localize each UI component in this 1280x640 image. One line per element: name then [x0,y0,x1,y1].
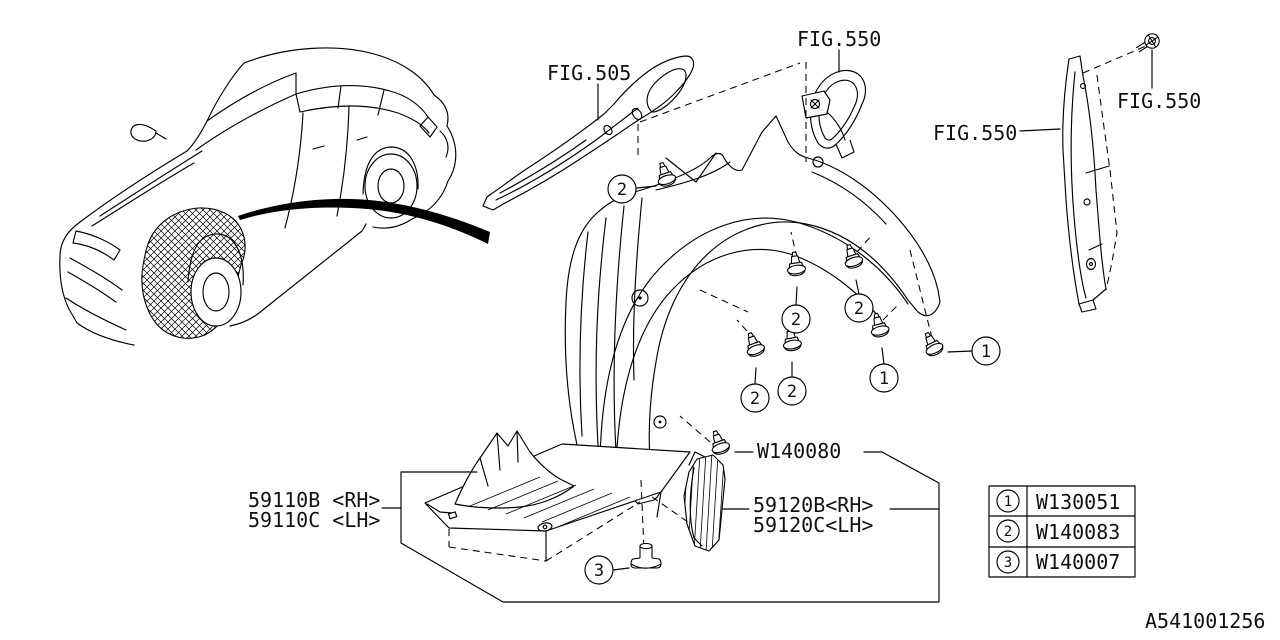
part-59120-lh-label: 59120C<LH> [753,513,873,537]
car-front-wheel [190,257,242,327]
callouts: 2 2 2 1 2 2 1 3 [584,174,1001,585]
vehicle-illustration [59,47,457,346]
callout-2: 2 [787,382,797,402]
car-mirror [130,123,157,142]
diagram-ref-code: A541001256 [1145,609,1265,633]
construction-lines [637,62,933,551]
part-59110-lh-label: 59110C <LH> [248,508,380,532]
legend-num-1: 1 [1004,494,1012,510]
callout-2: 2 [791,310,801,330]
label-leader-lines [381,49,1153,603]
car-headlight [72,230,121,261]
legend-circle-1 [996,489,1020,513]
callout-2: 2 [854,299,864,319]
callout-2: 2 [617,180,627,200]
fender-liner-part [564,115,941,505]
legend-circle-2 [996,519,1020,543]
callout-1-circle [971,336,1001,366]
legend-part-3: W140007 [1036,550,1120,574]
callout-1: 1 [981,342,991,362]
legend-part-2: W140083 [1036,520,1120,544]
legend-num-3: 3 [1004,555,1012,571]
callout-2-circle [844,293,874,323]
legend-table: 1 W130051 2 W140083 3 W140007 [988,485,1136,578]
callout-3-circle [584,555,614,585]
callout-2-circle [740,383,770,413]
trim-opening [646,68,687,113]
legend-table-border [988,485,1136,578]
clip-fastener [918,328,946,359]
labels: FIG.505 FIG.550 FIG.550 FIG.550 59110B <… [248,27,1201,537]
callout-1-circle [869,363,899,393]
car-roofline [243,47,435,96]
fig505-trim-part [482,55,695,211]
part-w140080-label: W140080 [757,439,841,463]
callout-3: 3 [594,561,604,581]
fig550-side-panel-part [1062,45,1147,313]
bracket-59120-part [683,451,726,552]
clip-fastener [740,329,767,359]
callout-2-circle [777,376,807,406]
grommet-fastener [630,542,662,569]
lower-mudguard-part [424,430,691,562]
clip-fastener [784,250,807,278]
legend-part-1: W130051 [1036,490,1120,514]
fig550-hook-bracket [801,69,867,159]
fig550-pin-label: FIG.550 [1117,89,1201,113]
callout-2: 2 [750,389,760,409]
screw-pin-fastener [1134,30,1162,57]
legend-num-2: 2 [1004,524,1012,540]
fig550-panel-label: FIG.550 [933,121,1017,145]
clip-fastener-w140080 [705,427,732,457]
fig505-label: FIG.505 [547,61,631,85]
fig550-hook-label: FIG.550 [797,27,881,51]
part-59120-rh-label: 59120B<RH> [753,493,873,517]
pointer-swoosh [238,198,490,244]
callout-2-circle [781,304,811,334]
part-59110-rh-label: 59110B <RH> [248,488,380,512]
legend-circle-3 [996,550,1020,574]
callout-1: 1 [879,369,889,389]
callout-2-circle [607,174,637,204]
